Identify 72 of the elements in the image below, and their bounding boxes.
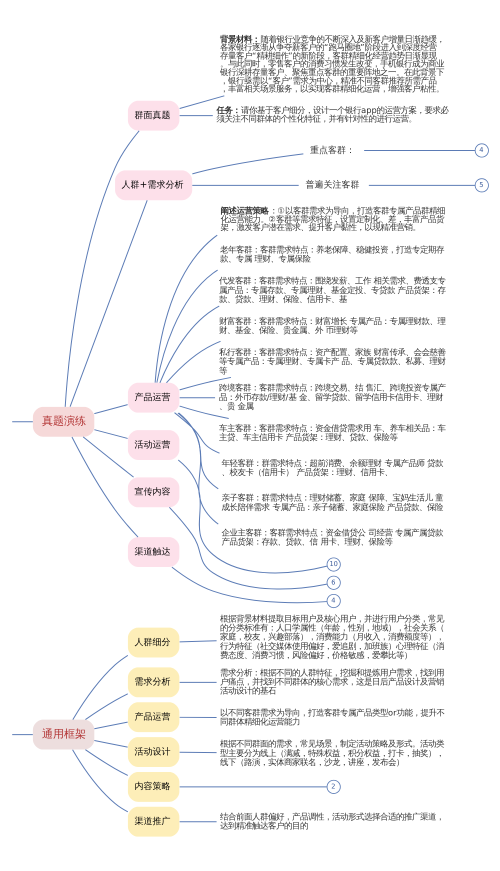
node-box: 人群+需求分析 <box>115 170 192 200</box>
node-text: 跨境客群：客群需求特点：跨境交易、结 售汇、跨境投资专属产品：外币存款/理财/基 金、留学贷款、留学信用卡信用卡、理财、贵 金属 <box>218 382 446 411</box>
node-text: 车主客群：客群需求特点：资金借贷需求用 车、养车相关品：车主贷、车主信用卡 产品货架：理财、贷款、保险等 <box>218 422 446 442</box>
connector <box>179 406 230 419</box>
node-box: 产品运营 <box>128 702 180 732</box>
connector <box>72 749 128 812</box>
connector <box>368 184 476 186</box>
connector <box>168 506 328 590</box>
node-box: 产品运营 <box>128 382 180 413</box>
connector <box>171 566 328 604</box>
node-text: 老年客群：客群需求特点：养老保障、稳健投资，打造专定期存款、专属 理财、专属保险 <box>220 244 444 264</box>
connector <box>174 412 220 454</box>
node-text: 企业主客群：客群需求特点：资金借贷公 司经营 专属产属贷款产品货架：存款、贷款、信 用卡、理财、保险等 <box>222 527 443 547</box>
node-text: 亲子客群：群需求特点：理财储蓄、家庭 保障、宝妈生活儿 童成长陪伴需求 专属产品：亲子储蓄、家庭保险 产品贷款、保险 <box>222 492 443 512</box>
connector <box>179 682 218 683</box>
node-box: 宣传内容 <box>128 477 180 508</box>
connector <box>178 412 219 525</box>
node-text: 代发客群：客群需求特点：围绕发薪、工作 相关需求、费透支专属产品：专属存款、专属理财、基金定投、专贷款 产品货架：存款、贷款、理财、保险、信用卡、基 <box>218 276 446 304</box>
connector <box>94 740 128 748</box>
node-text: 普遍关注客群 <box>305 180 360 191</box>
node-box: 人群细分 <box>128 628 180 658</box>
node-text: 阐述运营策略：①以客群需求为导向，打造客群专属产品群精细化运营能力。②客群等需求特征，设置定制化、差，丰富产品货架，激发客户潜在需求、提升客户黏性，以现精准营销。 <box>220 206 445 232</box>
node-box: 群面真题 <box>128 100 180 131</box>
connector <box>179 752 218 754</box>
connector <box>156 270 218 384</box>
node-text: 任务：请你基于客户细分，设计一个银行app的运营方案，要求必须关注不同群体的个性化特征，并有针对性的进行运营。 <box>216 105 449 124</box>
node-text: 根据不同群面的需求，常见场景，制定活动策略及形式。活动类型主要分为线上（满减，特殊权益，积分权益，打卡，抽奖），线下（路演，实体商家联名，沙龙，讲座，发布会） <box>220 738 444 767</box>
connector <box>192 153 304 174</box>
node-text: 私行客群：客群需求特点：资产配置、家族 财富传承、会会慈善等专属产品：专属理财、专属卡产 品、专属贷款款、私募、理财等 <box>218 347 446 376</box>
node-text: 重点客群： <box>310 146 356 156</box>
connector <box>192 184 300 186</box>
connector <box>177 412 219 490</box>
connector <box>364 150 476 151</box>
node-text: 财富客群：客群需求特点：财富增长 专属产品：专属理财款、理财、基金、保险、贵金属、外 币理财等 <box>218 316 446 336</box>
node-box: 渠道触达 <box>128 537 180 568</box>
connector <box>179 376 232 390</box>
node-box: 渠道推广 <box>128 806 180 837</box>
connector <box>71 436 139 538</box>
connector <box>70 200 148 408</box>
node-text: 根据背景材料提取目标用户及核心用户，并进行用户分类，常见的分类标准有：人口学属性（年龄，性别，地域），社会关系（家庭，校友，兴趣部落），消费能力（月收入，消费额度等），行为特征（社交媒体使用偏好，爱追剧，加班族）心理特征（消费态度、消费习惯，风险偏好，价格敏感，爱攀比等） <box>220 613 444 660</box>
connector <box>154 234 218 384</box>
node-text: 需求分析：根据不同的人群特征，挖掘和提炼用户需求，找到用户痛点，并找到不同群体的核心需求，这是日后产品设计及营销活动设计的基石 <box>220 667 444 696</box>
connector <box>179 716 218 718</box>
connector <box>12 421 34 422</box>
connector <box>179 95 225 109</box>
connector <box>179 397 216 398</box>
connector <box>64 130 140 408</box>
node-box: 内容策略 <box>128 772 180 802</box>
node-text: 背景材料：随着银行业竞争的不断深入及新客户增量日渐趋缓，各家银行逐渐从争夺新客户的“跑马圈地”阶段进入到深度经营存量客户“精耕细作”的新阶段，客群精细化经营趋势日渐显现。与此同时，零售客户的消费习惯发生改变，手机银行成为商业银行深耕存量客户、聚焦重点客群的重要阵地之一。在此背景下，银行亟需以“客户”需求为中心，精准不同客群推荐所需产品，丰富相关场景服务，以实现客群精细化运营，增强客户粘性。 <box>220 34 445 94</box>
connector <box>94 404 128 414</box>
node-box: 通用框架 <box>32 720 94 750</box>
connector <box>72 654 128 720</box>
connector <box>84 749 128 776</box>
connector <box>94 722 128 730</box>
node-box: 活动设计 <box>128 737 180 767</box>
connector <box>84 693 128 720</box>
connector <box>166 340 222 384</box>
node-text: 结合前面人群偏好，产品调性，活动形式选择合适的推广渠道，达到精准触达客户的目的 <box>220 811 444 830</box>
node-box: 真题演练 <box>32 406 94 437</box>
connector <box>179 640 218 642</box>
connector <box>179 821 218 822</box>
connector <box>159 306 220 384</box>
node-text: 年轻客群：群需求特点：超前消费、余额理财 专属产品师 贷款、校友卡（信用卡） 产品货架：理财、信用卡、 <box>222 458 443 477</box>
connector <box>12 734 34 736</box>
connector <box>179 786 328 788</box>
connector <box>178 460 328 574</box>
node-text: 以不同客群需求为导向，打造客群专属产品类型or功能，提升不同群体精细化运营能力 <box>220 708 444 727</box>
connector <box>94 429 128 439</box>
node-box: 活动运营 <box>128 430 180 460</box>
node-box: 需求分析 <box>128 667 180 698</box>
connector <box>179 115 214 116</box>
connector <box>82 436 134 478</box>
